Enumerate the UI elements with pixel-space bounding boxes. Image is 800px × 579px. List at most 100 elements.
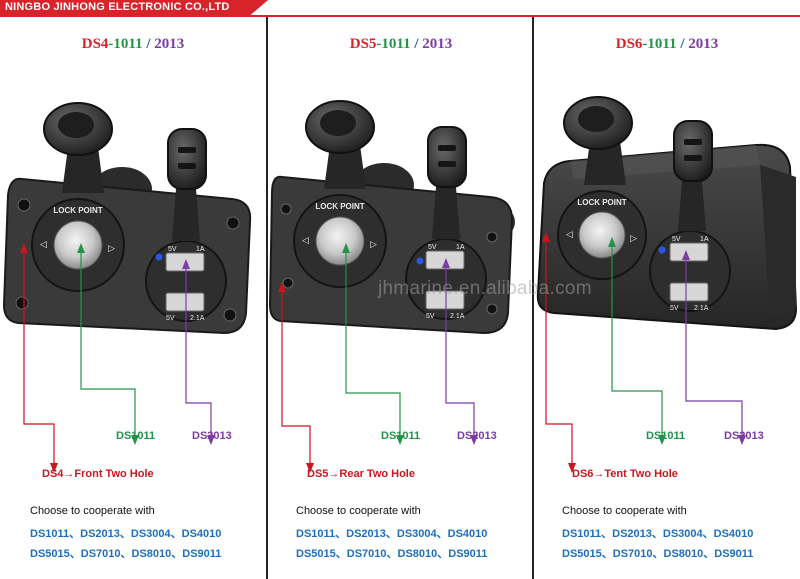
cap-strap [62,147,104,193]
rear-mounting-hole [486,303,498,315]
title-usb-code: 2013 [154,36,185,52]
ds2013-callout-arrow [182,259,190,269]
compatibility-heading: Choose to cooperate with [30,505,155,517]
ds1011-callout-line [345,245,401,441]
ds5-callout-line [281,285,311,469]
tent-side-face [760,165,796,317]
title-separator: / [410,36,423,52]
panel-type-label: DS6→Tent Two Hole [572,468,678,480]
compatibility-heading: Choose to cooperate with [562,505,687,517]
socket-cap [58,112,94,138]
cap-strap [432,187,460,239]
blue-led [416,257,424,265]
header-rule [0,15,800,17]
usb-top-current: 1A [196,246,205,253]
ds6-callout-line [545,235,573,469]
usb-bottom-current: 2.1A [694,305,709,312]
usb-bottom-current: 2.1A [190,315,205,322]
lock-point-label: LOCK POINT [577,198,626,207]
socket-model-label: DS1011 [116,430,156,442]
usb-cap [438,161,456,167]
ds2013-callout-arrow [682,250,690,260]
compatible-models-row-1: DS1011、DS2013、DS3004、DS4010 [30,528,222,540]
mounting-hole [17,198,31,212]
title-model: DS4 [81,36,109,52]
rear-mounting-hole [280,203,292,215]
ds6-tent-two-hole-panel-illustration: LOCK POINT ◁ ▷ 5V 1A 5V 2.1A [536,96,798,473]
usb-cap [178,163,196,169]
usb-cap [684,139,702,145]
mounting-hole [223,308,237,322]
usb-model-label: DS2013 [457,430,497,442]
ds1011-callout-line [80,245,136,441]
compatible-models-row-1: DS1011、DS2013、DS3004、DS4010 [296,528,488,540]
ds1011-callout-arrow [77,243,85,253]
usb-port-bottom [669,282,709,302]
lighter-socket [315,216,365,266]
lighter-socket [578,211,626,259]
usb-port-top [425,250,465,270]
panel-title: DS5-1011 / 2013 [268,36,534,53]
bezel-arrow: ◁ [566,229,573,239]
bezel-arrow: ◁ [302,235,309,245]
usb-top-voltage: 5V [168,246,177,253]
usb-model-label: DS2013 [192,430,232,442]
title-usb-code: 2013 [688,36,719,52]
usb-top-voltage: 5V [672,236,681,243]
company-name: NINGBO JINHONG ELECTRONIC CO.,LTD [5,1,230,13]
mounting-hole [226,216,240,230]
ds4-front-two-hole-panel-illustration: LOCK POINT ◁ ▷ 5V 1A 5V 2.1A [2,102,252,473]
ds1011-callout-arrow [396,435,404,445]
lock-point-label: LOCK POINT [315,202,364,211]
ds2013-callout-arrow [738,435,746,445]
lighter-socket [53,220,103,270]
rear-mounting-hole [486,231,498,243]
product-panel-ds6: DS6-1011 / 2013 LOCK POINT ◁ ▷ 5V 1A 5V … [534,17,800,579]
ds4-callout-arrow [50,463,58,473]
ds1011-callout-arrow [658,435,666,445]
usb-cap [438,145,456,151]
usb-cap [673,120,713,182]
bezel-arrow: ▷ [630,233,637,243]
ds5-rear-two-hole-panel-illustration: LOCK POINT ◁ ▷ 5V 1A 5V 2.1A [268,100,515,473]
ds2013-callout-line [185,262,212,441]
socket-cap [578,106,614,132]
socket-model-label: DS1011 [381,430,421,442]
title-model: DS6 [615,36,643,52]
usb-bottom-voltage: 5V [426,313,435,320]
usb-bottom-voltage: 5V [670,305,679,312]
panel-divider [266,17,268,579]
blue-led [658,246,666,254]
header-banner-background [0,0,268,16]
header-banner: NINGBO JINHONG ELECTRONIC CO.,LTD [0,0,800,17]
panel-title: DS4-1011 / 2013 [0,36,266,53]
compatibility-heading: Choose to cooperate with [296,505,421,517]
usb-model-label: DS2013 [724,430,764,442]
compatible-models-row-1: DS1011、DS2013、DS3004、DS4010 [562,528,754,540]
blue-led [155,253,163,261]
cap-strap [172,189,200,241]
usb-port-top [669,242,709,262]
usb-top-voltage: 5V [428,244,437,251]
rear-mounting-hole [282,277,294,289]
usb-cap [684,155,702,161]
lock-point-label: LOCK POINT [53,206,102,215]
product-panel-ds5: DS5-1011 / 2013 LOCK POINT ◁ ▷ 5V 1A 5V … [268,17,534,579]
title-separator: / [142,36,155,52]
compatible-models-row-2: DS5015、DS7010、DS8010、DS9011 [296,548,488,560]
usb-bottom-current: 2.1A [450,313,465,320]
socket-cap [320,110,356,136]
ds2013-callout-line [445,261,475,441]
panel-type-label: DS4→Front Two Hole [42,468,154,480]
usb-port-bottom [165,292,205,312]
cap-strap [324,145,366,189]
title-model: DS5 [349,36,377,52]
ds4-callout-line [23,247,55,469]
title-socket-code: -1011 [642,36,677,52]
usb-top-current: 1A [700,236,709,243]
ds2013-callout-line [685,253,743,441]
ds5-callout-arrow [306,463,314,473]
title-separator: / [676,36,689,52]
title-socket-code: -1011 [376,36,411,52]
usb-port-bottom [425,290,465,310]
